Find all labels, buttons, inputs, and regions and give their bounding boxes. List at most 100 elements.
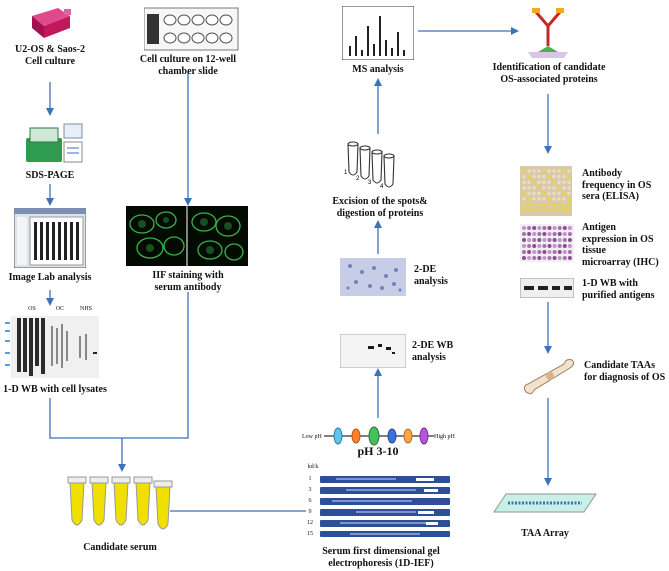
tma-core: [557, 256, 562, 260]
ph-gradient-proteins-icon: [324, 426, 434, 446]
tma-core: [547, 244, 552, 248]
elisa-well: [532, 197, 536, 201]
elisa-well: [562, 202, 566, 207]
tma-core: [522, 256, 526, 260]
image-lab-label: Image Lab analysis: [8, 272, 92, 283]
sds-page-apparatus-icon: [26, 123, 83, 163]
tma-core: [527, 244, 532, 248]
serum-tubes-icon: [67, 476, 173, 530]
elisa-well: [527, 169, 531, 173]
elisa-well: [547, 180, 551, 184]
tma-core: [537, 256, 542, 260]
tma-core: [537, 238, 542, 242]
elisa-well: [542, 191, 546, 196]
tma-core: [542, 226, 547, 230]
gel-group-oc: OC: [55, 306, 65, 312]
gel-group-os: OS: [28, 306, 36, 312]
elisa-well: [547, 208, 551, 212]
elisa-well: [552, 191, 556, 196]
strip-number: 3: [308, 487, 312, 493]
elisa-well: [537, 197, 541, 201]
tma-core: [527, 226, 532, 230]
elisa-well: [542, 186, 546, 190]
strip-number: 15: [307, 531, 313, 537]
tma-core: [527, 256, 532, 260]
tma-core: [547, 250, 552, 254]
elisa-well: [537, 186, 541, 190]
tma-core: [527, 232, 532, 236]
tma-core: [567, 232, 572, 236]
elisa-well: [557, 208, 561, 212]
svg-text:4: 4: [380, 184, 384, 190]
elisa-well: [532, 180, 536, 184]
tma-core: [552, 232, 557, 236]
elisa-well: [557, 202, 561, 207]
elisa-well: [562, 191, 566, 196]
elisa-well: [537, 191, 541, 196]
tma-core: [562, 232, 567, 236]
tma-core: [522, 232, 526, 236]
tma-core: [522, 238, 526, 242]
femur-bone-icon: [523, 359, 575, 395]
tma-core: [567, 250, 572, 254]
tma-core: [562, 244, 567, 248]
elisa-well: [562, 208, 566, 212]
iif-staining-image: [126, 206, 248, 266]
tma-core: [562, 250, 567, 254]
tma-core: [532, 256, 537, 260]
tma-core: [542, 232, 547, 236]
elisa-well: [547, 174, 551, 179]
ms-analysis-label: MS analysis: [352, 64, 404, 75]
elisa-well: [557, 169, 561, 173]
tma-core: [532, 226, 537, 230]
elisa-plate-image: [520, 166, 572, 216]
elisa-well: [542, 197, 546, 201]
elisa-well: [532, 191, 536, 196]
elisa-well: [552, 174, 556, 179]
culture-flask-icon: [32, 8, 71, 38]
taa-array-label: TAA Array: [521, 528, 569, 539]
tma-core: [552, 226, 557, 230]
gel-group-nhs: NHS: [79, 306, 92, 312]
tma-core: [522, 244, 526, 248]
tma-core: [567, 238, 572, 242]
tma-core: [567, 244, 572, 248]
tma-core: [547, 256, 552, 260]
tma-core: [567, 256, 572, 260]
candidate-serum-label: Candidate serum: [83, 542, 157, 553]
tma-core: [547, 232, 552, 236]
svg-text:1: 1: [344, 170, 348, 176]
ms-spectrum-icon: [342, 6, 414, 60]
tma-core: [532, 244, 537, 248]
tma-core: [547, 238, 552, 242]
elisa-well: [557, 180, 561, 184]
elisa-well: [527, 180, 531, 184]
tma-core: [562, 256, 567, 260]
elisa-well: [547, 186, 551, 190]
tma-core: [542, 244, 547, 248]
elisa-well: [532, 202, 536, 207]
elisa-well: [532, 208, 536, 212]
elisa-well: [552, 186, 556, 190]
elisa-well: [527, 197, 531, 201]
elisa-well: [547, 197, 551, 201]
tma-core: [552, 250, 557, 254]
strip-number: 9: [308, 509, 312, 515]
2de-gel-image: [340, 258, 406, 296]
elisa-well: [537, 208, 541, 212]
elisa-well: [527, 191, 531, 196]
elisa-well: [537, 174, 541, 179]
tma-core: [547, 226, 552, 230]
strip-number: 6: [308, 498, 312, 504]
elisa-well: [567, 208, 571, 212]
strip-number: 12: [307, 520, 313, 526]
